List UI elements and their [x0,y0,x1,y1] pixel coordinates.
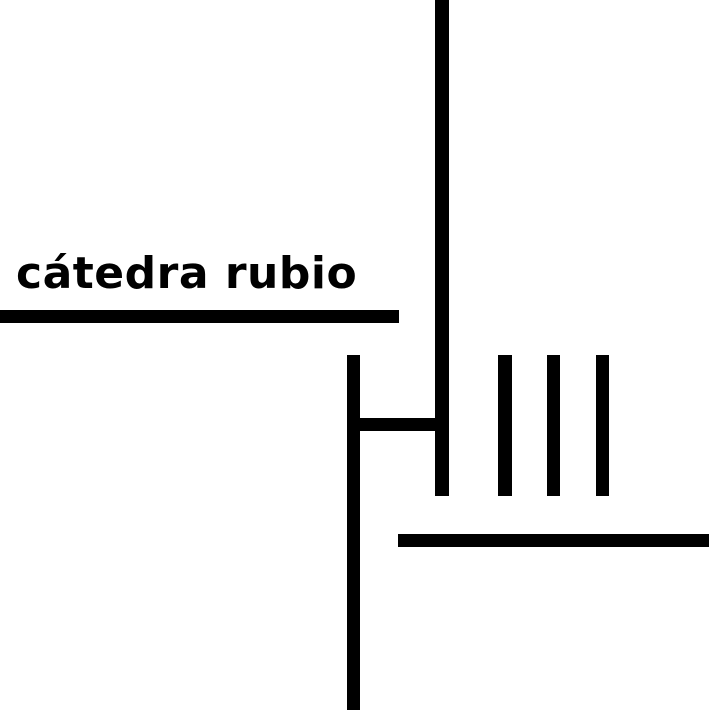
wordmark-underline-bar [0,310,399,323]
short-vertical-bar-2 [547,355,560,496]
short-vertical-bar-1 [498,355,512,496]
short-vertical-bar-3 [596,355,609,496]
horizontal-crossbar [355,418,439,431]
bottom-horizontal-bar [398,534,709,547]
tall-vertical-bar [435,0,449,496]
left-vertical-stem [347,355,360,710]
logo-wordmark: cátedra rubio [16,248,358,299]
